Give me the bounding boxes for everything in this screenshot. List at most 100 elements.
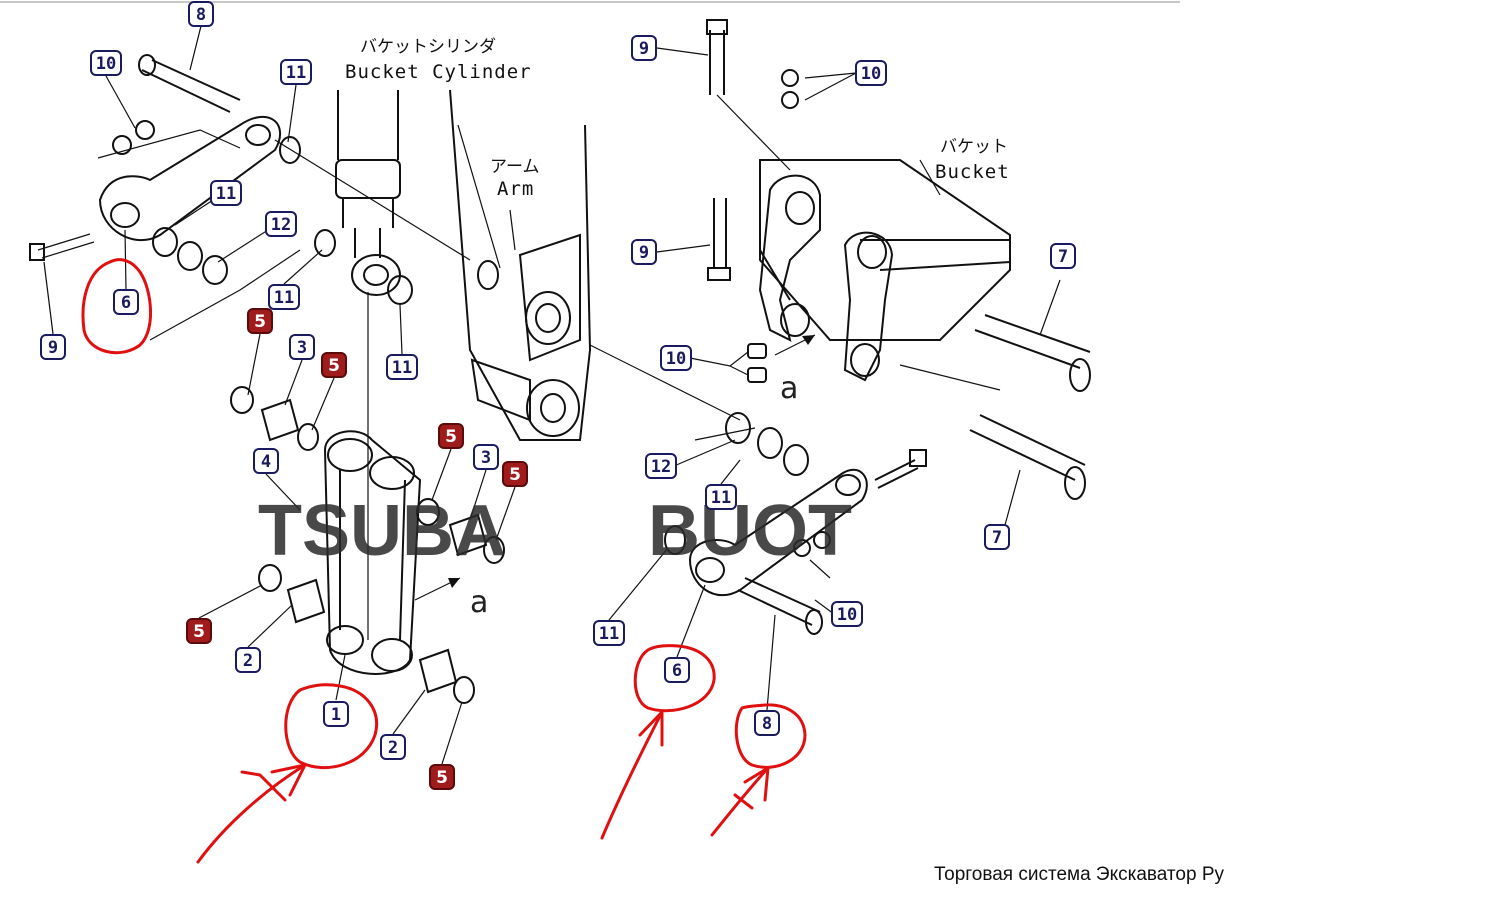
callout-5-c5c: 5 [438,423,464,449]
bucket-cylinder [335,90,401,640]
footer-trade-system: Торговая система Экскаватор Ру [934,864,1225,885]
spacer-washers-left [149,227,413,341]
callout-3-c3a: 3 [289,334,315,360]
callout-box [253,448,279,474]
callout-number: 11 [711,488,731,508]
callout-number: 8 [196,5,206,25]
bucket-jp-label: バケット [940,137,1008,157]
callout-5-c5d: 5 [502,461,528,487]
callout-11-c11b: 11 [210,180,242,206]
callout-10-c10c: 10 [660,345,692,371]
callout-6-c6b: 6 [664,657,690,683]
callout-box [855,60,887,86]
callout-number: 3 [481,448,491,468]
callout-number: 11 [392,358,412,378]
callout-box [210,180,242,206]
callout-number: 7 [1058,247,1068,267]
callout-box [265,211,297,237]
callout-box [386,354,418,380]
callout-5-c5a: 5 [247,308,273,334]
callout-box [754,710,780,736]
callout-number: 5 [436,768,448,788]
lower-link-left [230,386,505,704]
callout-number: 2 [243,651,253,671]
callout-box [280,59,312,85]
bucket-label: Bucket [935,161,1010,183]
callout-10-c10d: 10 [831,601,863,627]
red-circle-part1 [284,683,378,770]
callout-box [429,764,455,790]
bucket-cylinder-jp-label: バケットシリンダ [360,37,496,57]
callout-number: 4 [261,452,271,472]
callout-5-c5b: 5 [321,352,347,378]
arm-label: Arm [497,178,534,200]
callout-number: 10 [861,64,881,84]
callout-number: 5 [193,622,205,642]
callout-box [380,734,406,760]
callout-box [984,524,1010,550]
callout-box [660,345,692,371]
callout-9-c9c: 9 [631,239,657,265]
callout-box [113,289,139,315]
callout-box [631,35,657,61]
callout-number: 7 [992,528,1002,548]
callout-box [247,308,273,334]
callout-3-c3b: 3 [473,444,499,470]
callout-number: 11 [274,288,294,308]
callout-number: 5 [445,427,457,447]
callout-number: 5 [328,356,340,376]
leader-lines [43,25,857,765]
callout-number: 2 [388,738,398,758]
view-arrow-a-left: a [470,585,488,620]
callout-number: 10 [96,54,116,74]
callout-box [473,444,499,470]
callout-box [645,453,677,479]
callout-5-c5e: 5 [186,618,212,644]
callout-5-c5f: 5 [429,764,455,790]
callout-number: 9 [639,39,649,59]
callout-4-c4a: 4 [253,448,279,474]
upper-link-left [29,54,301,261]
callout-number: 6 [672,661,682,681]
watermark-right: BUOT [648,491,852,571]
arm [274,89,741,441]
callout-8-c8b: 8 [754,710,780,736]
callout-box [188,1,214,27]
callout-number: 9 [48,338,58,358]
callout-9-c9b: 9 [631,35,657,61]
callout-number: 5 [254,312,266,332]
callout-7-c7b: 7 [984,524,1010,550]
callout-number: 9 [639,243,649,263]
red-arrow-part1 [196,763,307,864]
callout-11-c11a: 11 [280,59,312,85]
callout-box [1050,243,1076,269]
callout-number: 11 [599,624,619,644]
callout-box [593,620,625,646]
callout-1-c1a: 1 [323,701,349,727]
red-annotations [81,258,807,864]
callout-number: 12 [651,457,671,477]
watermark-left: TSUBA [258,491,506,571]
red-circle-part6-left [81,258,152,355]
callout-10-c10a: 10 [90,50,122,76]
callout-box [40,334,66,360]
callout-box [323,701,349,727]
callout-number: 1 [331,705,341,725]
callout-11-c11c: 11 [268,284,300,310]
callout-11-c11d: 11 [386,354,418,380]
lower-link-right [664,412,927,635]
callout-number: 11 [216,184,236,204]
red-arrow-part6-right [600,710,664,840]
callout-number: 10 [837,605,857,625]
callout-box [321,352,347,378]
red-circle-part6-right [633,644,716,713]
callout-box [235,647,261,673]
callout-box [90,50,122,76]
bucket-cylinder-label: Bucket Cylinder [345,61,532,83]
callout-number: 5 [509,465,521,485]
callout-9-c9a: 9 [40,334,66,360]
callout-box [438,423,464,449]
callout-2-c2a: 2 [235,647,261,673]
callout-number: 8 [762,714,772,734]
